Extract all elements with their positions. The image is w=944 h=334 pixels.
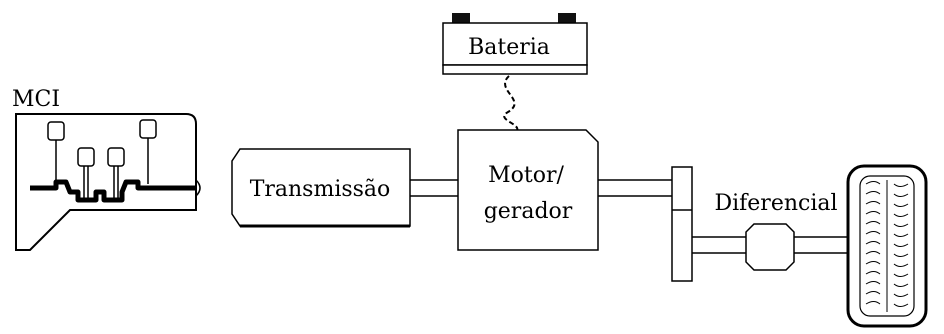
tread-mark [865,181,881,185]
tread-mark [865,291,881,295]
tread-mark [893,303,909,307]
tread-mark [865,221,881,225]
tread-mark [893,243,909,247]
piston-2 [77,147,95,198]
tread-mark [865,281,881,285]
tread-mark [865,241,881,245]
shaft-transmission-motor [410,179,458,197]
tire-tread [865,180,909,312]
motor-label-line2: gerador [484,199,573,224]
transmission-label: Transmissão [250,177,391,202]
tread-mark [893,263,909,267]
tread-mark [865,231,881,235]
shaft-motor-gear [598,179,672,197]
piston-4 [139,119,157,184]
differential [745,223,795,271]
engine-label: MCI [12,87,60,112]
tread-mark [865,271,881,275]
tread-mark [865,301,881,305]
crankshaft [30,179,196,203]
tread-mark [865,251,881,255]
battery-label: Bateria [468,35,550,60]
tread-mark [893,283,909,287]
tread-mark [893,213,909,217]
engine-block [15,113,201,251]
battery-wire [503,75,519,133]
tread-mark [893,193,909,197]
tread-mark [865,201,881,205]
differential-label: Diferencial [714,191,837,216]
battery [442,13,588,75]
piston-1 [47,121,65,184]
wheel [846,164,928,328]
motor-generator [457,129,599,251]
tread-mark [893,183,909,187]
transmission-box [231,148,411,228]
tread-mark [893,253,909,257]
tread-mark [865,191,881,195]
tread-mark [865,211,881,215]
tread-mark [893,273,909,277]
tread-mark [865,261,881,265]
piston-3 [107,147,125,198]
tread-mark [893,203,909,207]
tread-mark [893,233,909,237]
tread-mark [893,293,909,297]
tread-mark [893,223,909,227]
reduction-gear [671,166,693,282]
motor-label-line1: Motor/ [488,163,564,188]
